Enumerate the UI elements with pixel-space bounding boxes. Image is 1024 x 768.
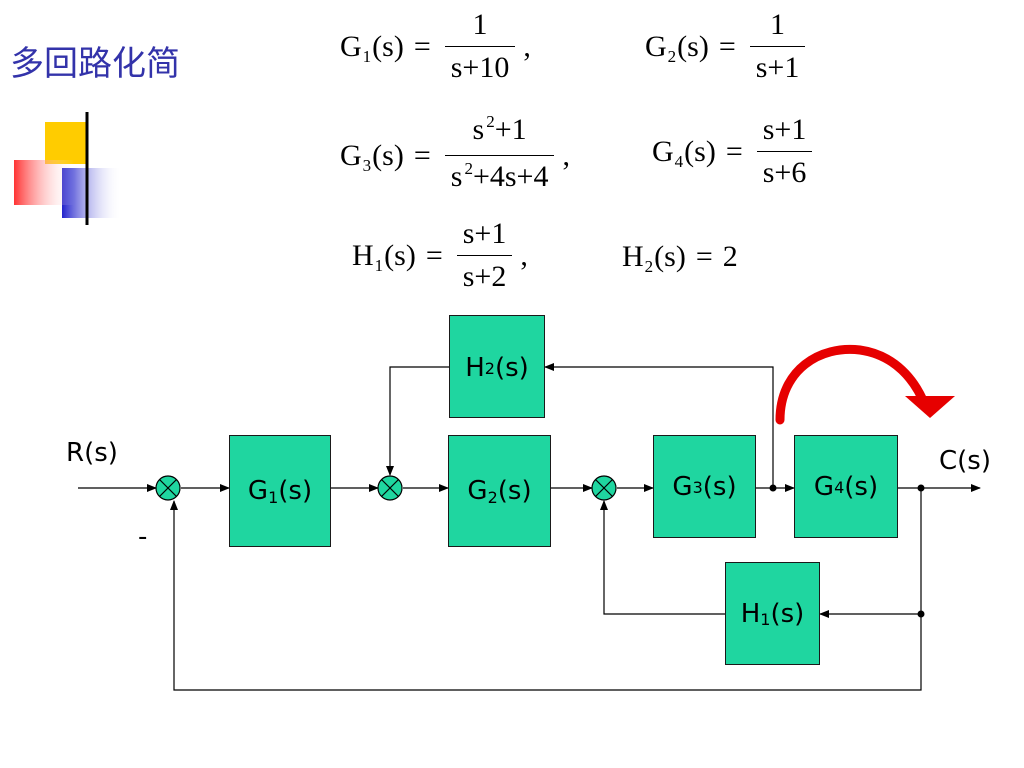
deco-yellow-square bbox=[45, 122, 87, 164]
negative-sign: - bbox=[138, 522, 148, 552]
page-title: 多回路化简 bbox=[10, 44, 180, 84]
wire-h2-pickoff bbox=[544, 363, 774, 488]
summing-junction-1 bbox=[155, 475, 181, 501]
wire-h1-return bbox=[600, 500, 725, 615]
input-signal-label: R(s) bbox=[66, 438, 118, 468]
wire-unity-feedback bbox=[170, 500, 922, 691]
move-point-arrow bbox=[775, 344, 955, 425]
wire-h2-return bbox=[386, 366, 449, 476]
pickoff-point-h1 bbox=[917, 610, 925, 618]
corner-decoration bbox=[14, 112, 1000, 225]
output-signal-label: C(s) bbox=[939, 446, 991, 476]
deco-red-square bbox=[14, 160, 74, 205]
summing-junction-3 bbox=[591, 475, 617, 501]
pickoff-point-g3 bbox=[769, 484, 777, 492]
summing-junction-2 bbox=[377, 475, 403, 501]
pickoff-point-output bbox=[917, 484, 925, 492]
